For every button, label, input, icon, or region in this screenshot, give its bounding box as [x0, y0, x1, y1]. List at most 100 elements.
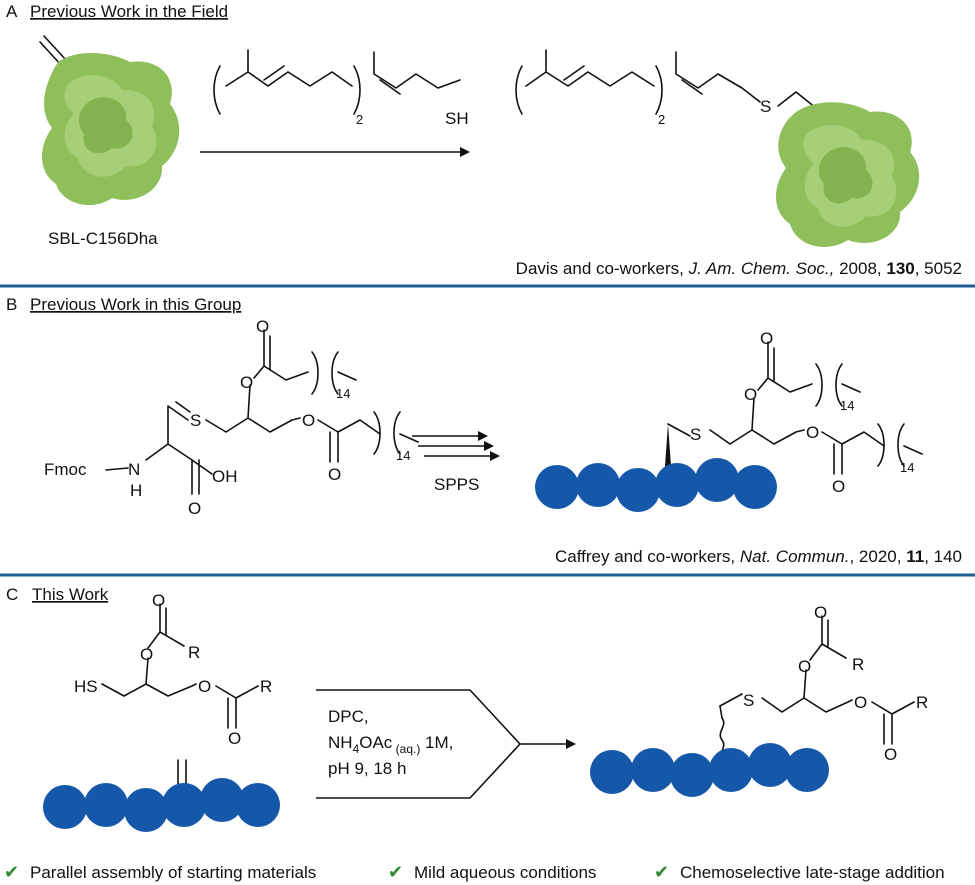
ref-b-authors: Caffrey and co-workers, — [555, 547, 740, 566]
ester-o2: O — [302, 411, 315, 430]
section-c-heading: This Work — [32, 585, 109, 604]
protein-sbl-dha — [39, 35, 180, 206]
ref-b-volume: 11 — [906, 547, 924, 566]
ref-a-year: 2008, — [834, 259, 886, 278]
peptide-p-bead-4 — [709, 748, 753, 792]
ref-a-journal: J. Am. Chem. Soc., — [688, 259, 835, 278]
product-b-ester-o2: O — [806, 423, 819, 442]
c-r1: R — [188, 643, 200, 662]
product-c-carbonyl-o1: O — [814, 603, 827, 622]
product-c-s: S — [743, 691, 754, 710]
peptide-b-bead-6 — [733, 465, 777, 509]
condition-ph-time: pH 9, 18 h — [328, 759, 406, 778]
section-a-letter: A — [6, 2, 18, 21]
product-c-ester-o1: O — [798, 657, 811, 676]
acid-o: O — [188, 499, 201, 518]
product-c-r2: R — [916, 693, 928, 712]
feature-2: ✔ Mild aqueous conditions — [388, 862, 596, 883]
acid-oh: OH — [212, 467, 238, 486]
dha-alkene-c — [177, 759, 187, 787]
amine-n: N — [128, 460, 140, 479]
c-r2: R — [260, 677, 272, 696]
ref-a-page: , 5052 — [915, 259, 962, 278]
peptide-c-bead-3 — [124, 788, 168, 832]
arrow-a-head — [460, 147, 470, 157]
product-b-carbonyl-o2: O — [832, 477, 845, 496]
fmoc-label: Fmoc — [44, 460, 87, 479]
peptide-b-bead-3 — [616, 468, 660, 512]
ref-a-authors: Davis and co-workers, — [516, 259, 689, 278]
ref-b-year: , 2020, — [849, 547, 906, 566]
condition-buffer: NH4OAc (aq.) 1M, — [328, 733, 453, 756]
product-c-r1: R — [852, 655, 864, 674]
peptide-p-bead-5 — [748, 743, 792, 787]
arrow-c-head — [566, 739, 576, 749]
peptide-c-bead-6 — [236, 783, 280, 827]
ref-b-journal: Nat. Commun. — [740, 547, 850, 566]
thiol-hs: HS — [74, 677, 98, 696]
peptide-b-bead-5 — [695, 458, 739, 502]
check-icon: ✔ — [388, 862, 403, 883]
product-subscript-2: 2 — [658, 112, 665, 127]
product-b-subscript-1: 14 — [840, 398, 854, 413]
product-b-s: S — [690, 425, 701, 444]
condition-dpc: DPC, — [328, 707, 369, 726]
amine-h: H — [130, 481, 142, 500]
carbonyl-o1: O — [256, 317, 269, 336]
peptide-p-bead-2 — [631, 748, 675, 792]
peptide-c-bead-2 — [84, 783, 128, 827]
product-b-carbonyl-o1: O — [760, 329, 773, 348]
thioether-s: S — [190, 411, 201, 430]
c-ester-o1: O — [140, 645, 153, 664]
peptide-c-bead-5 — [200, 778, 244, 822]
ester-o1: O — [240, 373, 253, 392]
product-b-subscript-2: 14 — [900, 460, 914, 475]
feature-2-label: Mild aqueous conditions — [414, 863, 596, 882]
peptide-b-bead-4 — [655, 463, 699, 507]
peptide-b-bead-1 — [535, 465, 579, 509]
peptide-c-bead-1 — [43, 785, 87, 829]
chain-parens-2 — [373, 411, 401, 455]
ref-b-page: , 140 — [924, 547, 962, 566]
chain-subscript-2: 14 — [396, 448, 410, 463]
section-b-letter: B — [6, 295, 17, 314]
product-s: S — [760, 97, 771, 116]
feature-3-label: Chemoselective late-stage addition — [680, 863, 945, 882]
feature-1-label: Parallel assembly of starting materials — [30, 863, 316, 882]
reference-a: Davis and co-workers, J. Am. Chem. Soc.,… — [516, 259, 962, 278]
peptide-p-bead-3 — [670, 753, 714, 797]
paren-right — [353, 65, 361, 115]
thiol-diester-molecule — [101, 603, 259, 729]
peptide-p-bead-6 — [785, 748, 829, 792]
fmoc-pam2cys-molecule — [105, 329, 381, 495]
paren-left — [213, 65, 221, 115]
reagent-sh: SH — [445, 109, 469, 128]
peptide-b-bead-2 — [576, 463, 620, 507]
ref-a-volume: 130 — [886, 259, 914, 278]
product-b-ester-o1: O — [744, 385, 757, 404]
section-c-letter: C — [6, 585, 18, 604]
farnesyl-protein-product — [515, 49, 920, 247]
peptide-c-bead-4 — [162, 783, 206, 827]
reference-b: Caffrey and co-workers, Nat. Commun., 20… — [555, 547, 962, 566]
c-carbonyl-o1: O — [152, 591, 165, 610]
chain-subscript-1: 14 — [336, 386, 350, 401]
check-icon: ✔ — [4, 862, 19, 883]
chain-parens-1 — [311, 351, 339, 395]
section-b-heading: Previous Work in this Group — [30, 295, 241, 314]
reagent-subscript-2: 2 — [356, 112, 363, 127]
protein-label: SBL-C156Dha — [48, 229, 158, 248]
c-ester-o2: O — [198, 677, 211, 696]
c-carbonyl-o2: O — [228, 729, 241, 748]
check-icon: ✔ — [654, 862, 669, 883]
spps-label: SPPS — [434, 475, 479, 494]
peptide-p-bead-1 — [590, 750, 634, 794]
product-c-ester-o2: O — [854, 693, 867, 712]
product-c-carbonyl-o2: O — [884, 745, 897, 764]
carbonyl-o2: O — [328, 465, 341, 484]
lipopeptide-product — [664, 341, 923, 480]
feature-3: ✔ Chemoselective late-stage addition — [654, 862, 945, 883]
feature-1: ✔ Parallel assembly of starting material… — [4, 862, 316, 883]
section-a-heading: Previous Work in the Field — [30, 2, 228, 21]
